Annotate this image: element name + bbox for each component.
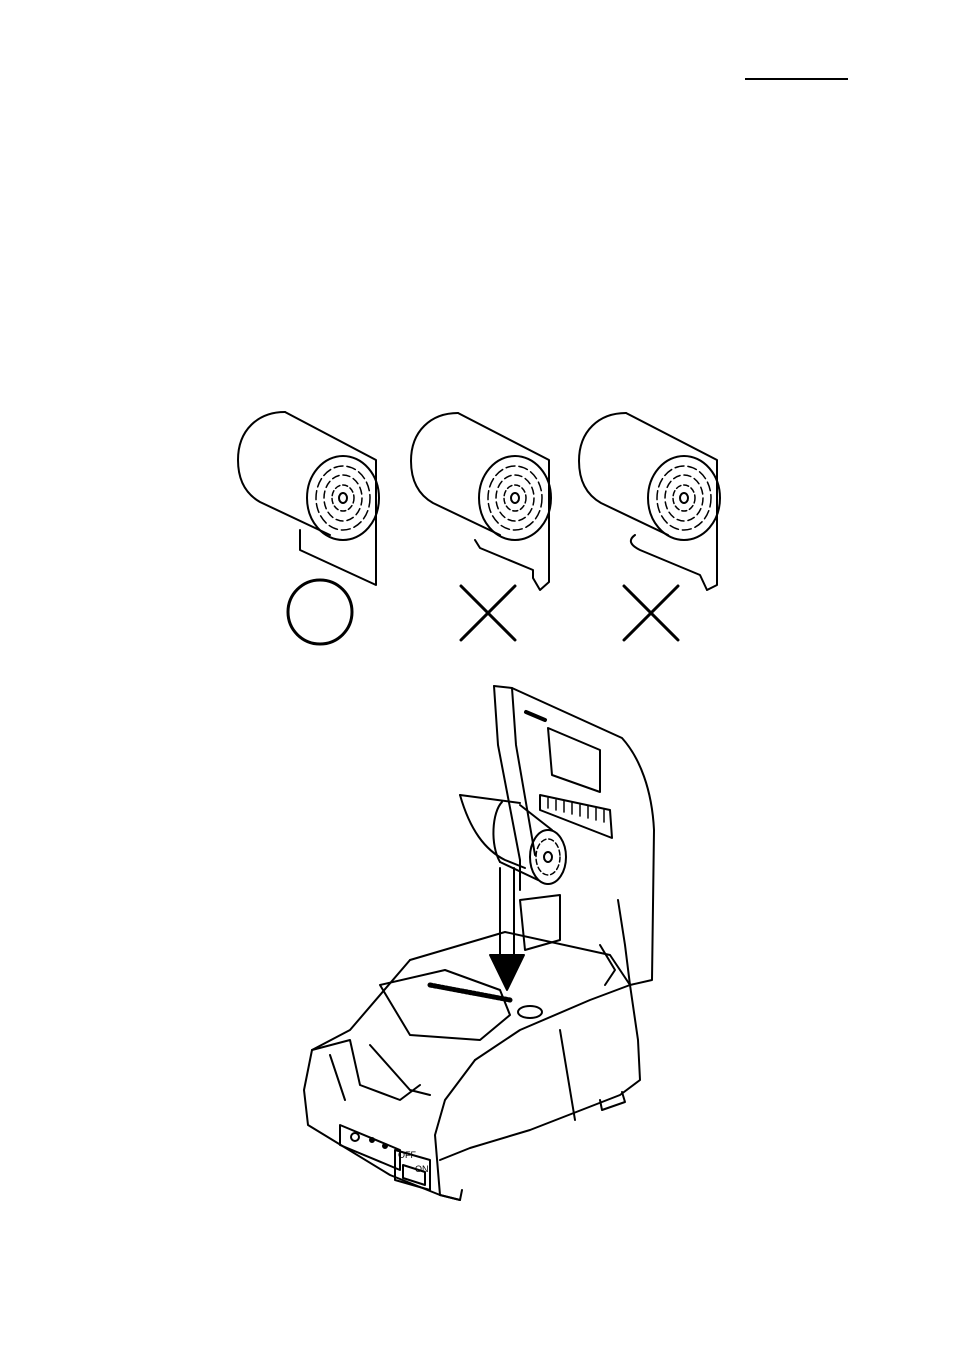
- paper-roll-correct: [238, 412, 379, 585]
- incorrect-mark-cross-2: [624, 586, 678, 640]
- correct-mark-circle: [288, 580, 352, 644]
- printer-open-cover: [304, 686, 654, 1200]
- power-switch-off-label: OFF: [398, 1150, 416, 1160]
- paper-roll-incorrect-torn: [411, 413, 551, 590]
- power-switch-on-label: ON: [415, 1164, 429, 1174]
- incorrect-mark-cross-1: [461, 586, 515, 640]
- paper-roll-incorrect-curled: [579, 413, 720, 590]
